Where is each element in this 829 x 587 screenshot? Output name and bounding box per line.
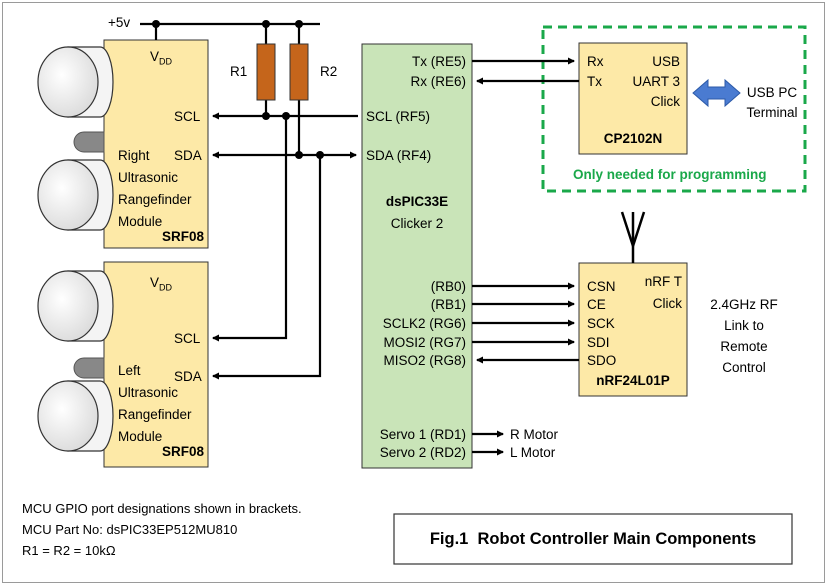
resistor-r1 <box>256 43 276 101</box>
usb-title-line3: Click <box>650 94 680 109</box>
usb-title-line1: USB <box>652 54 680 69</box>
mcu-pin-miso2: MISO2 (RG8) <box>383 353 466 368</box>
left-sda-label: SDA <box>174 369 202 384</box>
left-name-line3: Rangefinder <box>118 407 192 422</box>
rf-title-line2: Click <box>652 296 682 311</box>
mcu-name: dsPIC33E <box>385 194 449 209</box>
right-part-label: SRF08 <box>162 229 205 244</box>
rf-pin-sdo: SDO <box>587 353 617 368</box>
resistor-r2 <box>289 43 309 101</box>
right-name-line4: Module <box>118 214 163 229</box>
right-name-line3: Rangefinder <box>118 192 192 207</box>
usb-rx-label: Rx <box>587 54 604 69</box>
mcu-pin-rb0: (RB0) <box>430 279 466 294</box>
cp2102n-part: CP2102N <box>603 131 663 146</box>
nrf-part: nRF24L01P <box>596 373 670 388</box>
resistor-r1-label: R1 <box>230 64 248 79</box>
programming-box <box>541 25 807 193</box>
mcu-board-name: Clicker 2 <box>390 216 444 231</box>
rf-pin-sck: SCK <box>587 316 615 331</box>
usb-pc-line1: USB PC <box>746 85 798 100</box>
light-sensor-icon <box>73 131 105 153</box>
note-line2: MCU Part No: dsPIC33EP512MU810 <box>22 522 238 537</box>
cp2102n-module <box>578 42 688 155</box>
light-sensor-icon <box>73 357 105 379</box>
rf-title-line1: nRF T <box>644 274 682 289</box>
programming-note: Only needed for programming <box>573 167 767 182</box>
l-motor-label: L Motor <box>510 445 556 460</box>
rf-pin-sdi: SDI <box>587 335 610 350</box>
mcu-pin-mosi2: MOSI2 (RG7) <box>383 335 466 350</box>
figure-caption: Fig.1 Robot Controller Main Components <box>429 530 757 548</box>
r-motor-label: R Motor <box>510 427 559 442</box>
rf-link-line3: Remote <box>720 339 768 354</box>
usb-double-arrow-icon <box>692 78 741 108</box>
mcu-pin-servo2: Servo 2 (RD2) <box>379 445 466 460</box>
mcu-pin-tx: Tx (RE5) <box>412 54 466 69</box>
mcu-pin-sclk2: SCLK2 (RG6) <box>382 316 466 331</box>
right-name-line1: Right <box>118 148 150 163</box>
note-line1: MCU GPIO port designations shown in brac… <box>22 501 302 516</box>
junction-dots <box>152 20 324 159</box>
mcu-pin-servo1: Servo 1 (RD1) <box>379 427 466 442</box>
left-name-line2: Ultrasonic <box>118 385 179 400</box>
mcu-pin-sda: SDA (RF4) <box>366 148 432 163</box>
rf-link-line2: Link to <box>724 318 764 333</box>
left-name-line4: Module <box>118 429 163 444</box>
nrf-module <box>578 262 688 397</box>
rf-pin-ce: CE <box>587 297 606 312</box>
usb-title-line2: UART 3 <box>632 74 680 89</box>
left-scl-label: SCL <box>174 331 201 346</box>
right-name-line2: Ultrasonic <box>118 170 179 185</box>
mcu-pin-rb1: (RB1) <box>430 297 466 312</box>
right-scl-label: SCL <box>174 109 201 124</box>
usb-tx-label: Tx <box>587 74 602 89</box>
usb-pc-line2: Terminal <box>746 105 798 120</box>
rf-link-line1: 2.4GHz RF <box>710 297 778 312</box>
left-sensor-module <box>37 261 209 468</box>
rf-pin-csn: CSN <box>587 279 616 294</box>
caption-box <box>393 513 793 565</box>
left-name-line1: Left <box>118 363 141 378</box>
supply-label: +5v <box>108 15 131 30</box>
left-part-label: SRF08 <box>162 444 205 459</box>
mcu-board <box>361 43 473 469</box>
mcu-pin-rx: Rx (RE6) <box>410 74 466 89</box>
left-vdd-label: VDD <box>150 275 173 293</box>
mcu-pin-scl: SCL (RF5) <box>366 109 431 124</box>
antenna-icon <box>620 211 646 263</box>
note-line3: R1 = R2 = 10kΩ <box>22 543 116 558</box>
rf-link-line4: Control <box>722 360 766 375</box>
right-vdd-label: VDD <box>150 49 173 67</box>
right-sda-label: SDA <box>174 148 202 163</box>
resistor-r2-label: R2 <box>320 64 338 79</box>
